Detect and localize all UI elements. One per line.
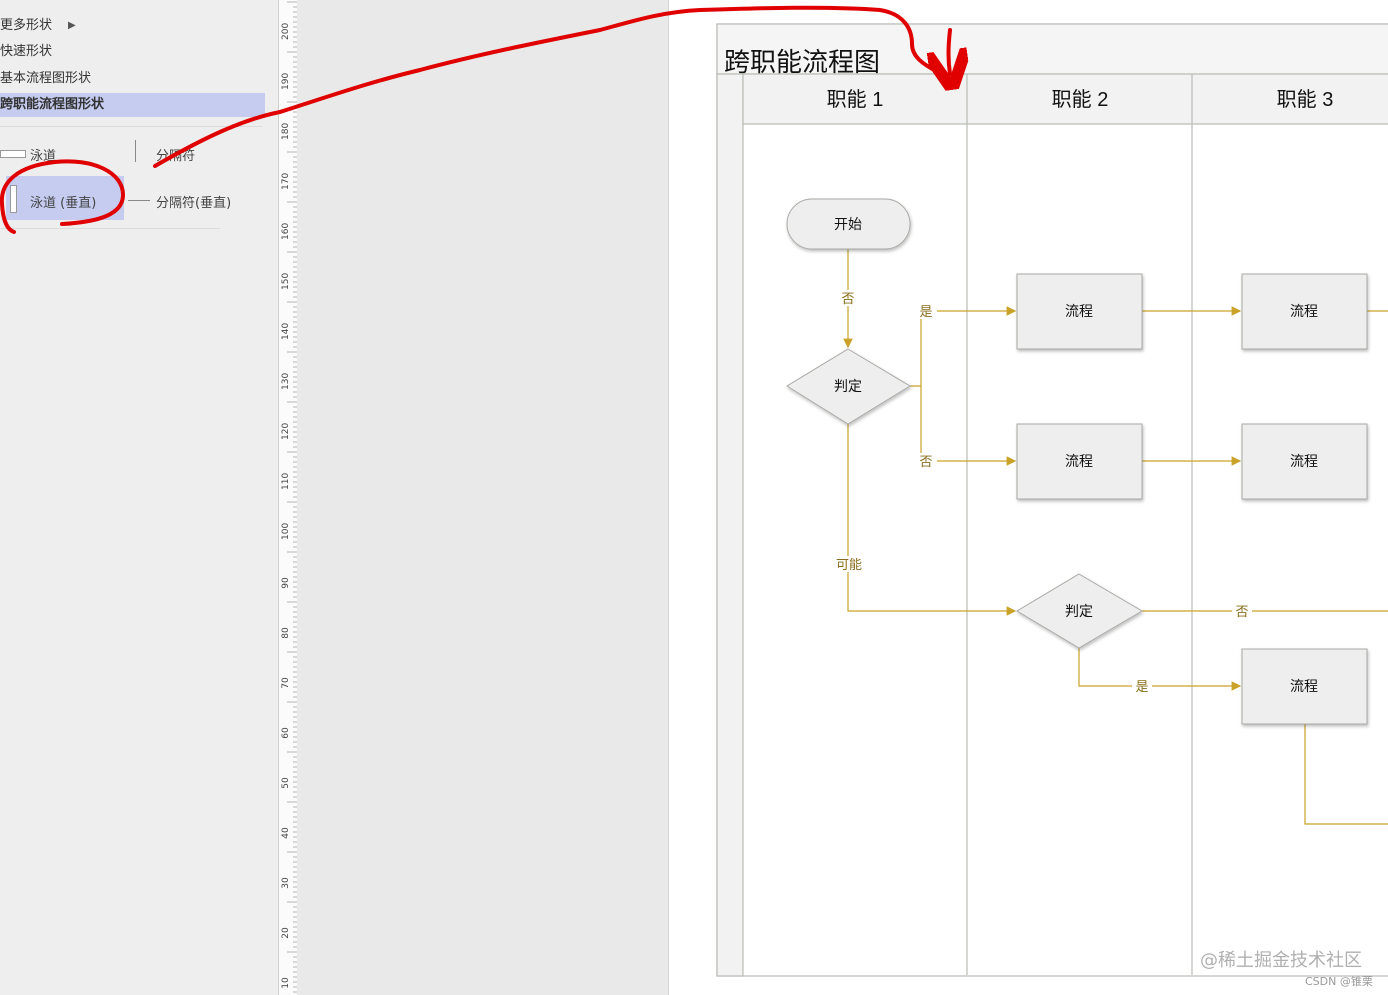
connectors — [843, 249, 1388, 825]
start-label: 开始 — [834, 216, 862, 232]
swimlane-horizontal-icon — [0, 150, 26, 158]
connector-process-5-out[interactable] — [1304, 724, 1388, 825]
canvas-area[interactable] — [297, 0, 668, 995]
swimlane-vertical-icon — [10, 185, 17, 213]
process-box[interactable] — [1016, 423, 1143, 500]
lane-header-2[interactable]: 职能 2 — [1052, 88, 1109, 111]
red-annotation — [0, 5, 951, 234]
shapes-panel: 更多形状 ▶ 快速形状 基本流程图形状 跨职能流程图形状 泳道 分隔符 泳道 (… — [0, 0, 278, 995]
category-more-shapes[interactable]: 更多形状 ▶ — [0, 14, 265, 38]
process-label: 流程 — [1065, 453, 1093, 469]
edge-label-no[interactable]: 否 — [919, 454, 932, 469]
process-label: 流程 — [1065, 303, 1093, 319]
process-label: 流程 — [1290, 678, 1318, 694]
separator-vertical-icon — [128, 200, 150, 201]
connector-yes-process-5[interactable] — [1078, 648, 1242, 691]
annotation-arrow-head — [949, 28, 951, 74]
annotation-arrow-curve — [153, 5, 940, 168]
stencil-swimlane-vertical-highlight[interactable] — [6, 176, 124, 220]
watermark-main: @稀土掘金技术社区 — [1200, 950, 1362, 971]
divider — [0, 228, 220, 229]
process-label: 流程 — [1290, 303, 1318, 319]
process-box[interactable] — [1241, 648, 1368, 725]
divider — [0, 126, 262, 127]
decision-label: 判定 — [1065, 603, 1093, 619]
ruler-ticks — [287, 1, 297, 993]
category-basic-flowchart[interactable]: 基本流程图形状 — [0, 71, 92, 86]
annotation-circle — [0, 159, 126, 234]
category-cross-functional[interactable]: 跨职能流程图形状 — [0, 93, 265, 117]
category-label: 更多形状 — [0, 18, 53, 33]
decision-diamond[interactable] — [1016, 573, 1143, 649]
edge-label-yes[interactable]: 是 — [919, 304, 932, 319]
lane-header-1[interactable]: 职能 1 — [827, 88, 884, 111]
connector-yes-process[interactable] — [910, 306, 1017, 387]
lane-header-3[interactable]: 职能 3 — [1277, 88, 1334, 111]
edge-label-no[interactable]: 否 — [841, 291, 854, 306]
process-label: 流程 — [1290, 453, 1318, 469]
process-box[interactable] — [1241, 423, 1368, 500]
decision-label: 判定 — [834, 378, 862, 394]
process-box[interactable] — [1016, 273, 1143, 350]
decision-diamond[interactable] — [786, 348, 911, 425]
edge-label-yes[interactable]: 是 — [1135, 679, 1148, 694]
chevron-right-icon: ▶ — [68, 20, 76, 31]
separator-icon — [135, 140, 136, 162]
process-box[interactable] — [1241, 273, 1368, 350]
stencil-swimlane-vertical[interactable]: 泳道 (垂直) — [30, 196, 97, 211]
pool-frame[interactable] — [716, 23, 1388, 977]
connector-maybe-decision[interactable] — [847, 424, 1017, 616]
edge-label-maybe[interactable]: 可能 — [836, 557, 862, 572]
edge-label-no[interactable]: 否 — [1235, 604, 1248, 619]
stencil-swimlane[interactable]: 泳道 — [30, 149, 57, 164]
watermark-sub: CSDN @锥栗 — [1305, 975, 1373, 988]
category-quick-shapes[interactable]: 快速形状 — [0, 44, 53, 59]
diagram-title[interactable]: 跨职能流程图 — [724, 47, 880, 77]
start-terminator[interactable] — [786, 198, 911, 250]
stencil-separator-vertical[interactable]: 分隔符(垂直) — [156, 196, 232, 211]
